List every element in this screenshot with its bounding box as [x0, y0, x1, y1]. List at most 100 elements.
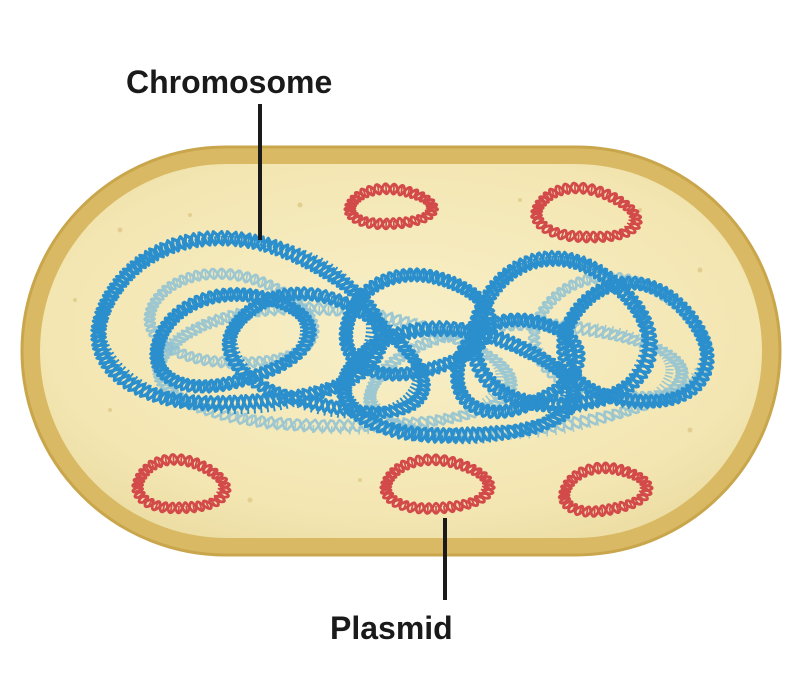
- dna-base-pair: [357, 293, 365, 301]
- dna-base-pair: [402, 340, 410, 348]
- dna-base-pair: [638, 317, 647, 322]
- dna-base-pair: [625, 466, 630, 475]
- dna-base-pair: [379, 367, 385, 376]
- dna-base-pair: [409, 271, 413, 280]
- dna-base-pair: [351, 354, 359, 362]
- dna-base-pair: [579, 422, 583, 431]
- dna-base-pair: [262, 296, 267, 305]
- dna-base-pair: [561, 485, 570, 490]
- dna-base-pair: [424, 209, 433, 216]
- dna-base-pair: [639, 323, 648, 327]
- dna-base-pair: [213, 404, 217, 413]
- dna-base-pair: [531, 346, 538, 354]
- dna-base-pair: [378, 407, 383, 416]
- dna-base-pair: [96, 328, 105, 332]
- dna-base-pair: [336, 409, 340, 418]
- dna-base-pair: [150, 297, 159, 304]
- dna-base-pair: [252, 300, 258, 309]
- dna-base-pair: [185, 303, 191, 312]
- dna-base-pair: [633, 280, 637, 289]
- dna-base-pair: [412, 328, 416, 337]
- dna-base-pair: [216, 491, 224, 497]
- dna-base-pair: [204, 271, 207, 280]
- dna-base-pair: [511, 336, 516, 345]
- dna-base-pair: [343, 276, 351, 285]
- dna-base-pair: [295, 299, 303, 306]
- dna-base-pair: [213, 494, 221, 502]
- dna-base-pair: [546, 296, 554, 303]
- dna-base-pair: [343, 389, 352, 394]
- dna-base-pair: [135, 487, 144, 493]
- dna-base-pair: [198, 503, 204, 512]
- dna-base-pair: [151, 387, 158, 396]
- dna-base-pair: [636, 312, 646, 317]
- dna-base-pair: [672, 393, 678, 402]
- dna-base-pair: [535, 315, 540, 324]
- dna-base-pair: [132, 261, 139, 270]
- dna-base-pair: [418, 341, 424, 350]
- plasmid-label: Plasmid: [330, 610, 453, 646]
- dna-base-pair: [398, 371, 402, 380]
- dna-base-pair: [382, 336, 387, 345]
- dna-base-pair: [538, 306, 546, 313]
- dna-base-pair: [290, 397, 296, 406]
- dna-base-pair: [152, 343, 161, 347]
- dna-base-pair: [267, 419, 271, 428]
- dna-base-pair: [454, 357, 463, 362]
- dna-base-pair: [100, 298, 109, 304]
- dna-base-pair: [382, 320, 389, 328]
- dna-base-pair: [393, 332, 398, 341]
- dna-base-pair: [400, 427, 405, 436]
- dna-base-pair: [450, 504, 454, 513]
- dna-base-pair: [383, 421, 388, 430]
- dna-base-pair: [98, 336, 107, 341]
- dna-base-pair: [538, 257, 543, 266]
- dna-base-pair: [354, 351, 362, 359]
- dna-base-pair: [229, 343, 238, 347]
- dna-base-pair: [418, 504, 422, 513]
- dna-base-pair: [535, 312, 544, 318]
- dna-base-pair: [176, 331, 183, 340]
- dna-base-pair: [612, 463, 615, 472]
- dna-base-pair: [566, 405, 569, 414]
- dna-base-pair: [200, 460, 206, 469]
- dna-base-pair: [456, 351, 465, 358]
- dna-base-pair: [596, 265, 602, 274]
- dna-base-pair: [527, 343, 533, 352]
- dna-base-pair: [329, 295, 334, 304]
- dna-base-pair: [557, 186, 562, 195]
- dna-base-pair: [274, 365, 281, 374]
- dna-base-pair: [580, 321, 583, 330]
- dna-base-pair: [577, 404, 582, 413]
- dna-base-pair: [510, 407, 514, 416]
- dna-base-pair: [368, 397, 377, 403]
- dna-base-pair: [383, 488, 392, 494]
- dna-base-pair: [541, 404, 546, 413]
- dna-base-pair: [559, 328, 567, 336]
- dna-base-pair: [566, 500, 574, 508]
- dna-base-pair: [158, 364, 167, 371]
- dna-base-pair: [481, 485, 490, 489]
- dna-base-pair: [266, 404, 270, 413]
- dna-base-pair: [152, 351, 161, 355]
- dna-base-pair: [664, 361, 673, 366]
- dna-base-pair: [559, 381, 567, 389]
- dna-base-pair: [153, 338, 162, 344]
- dna-base-pair: [247, 370, 255, 378]
- dna-base-pair: [491, 360, 500, 367]
- dna-base-pair: [317, 257, 324, 266]
- dna-base-pair: [544, 413, 552, 422]
- dna-base-pair: [568, 347, 578, 352]
- dna-base-pair: [489, 357, 497, 364]
- dna-base-pair: [209, 294, 214, 303]
- dna-base-pair: [253, 237, 257, 246]
- dna-base-pair: [412, 379, 421, 384]
- dna-base-pair: [200, 237, 204, 246]
- dna-base-pair: [474, 311, 483, 316]
- dna-base-pair: [506, 430, 511, 440]
- dna-base-pair: [399, 397, 406, 405]
- dna-base-pair: [371, 340, 378, 349]
- dna-base-pair: [615, 281, 619, 290]
- dna-base-pair: [445, 274, 451, 283]
- dna-base-pair: [146, 384, 153, 393]
